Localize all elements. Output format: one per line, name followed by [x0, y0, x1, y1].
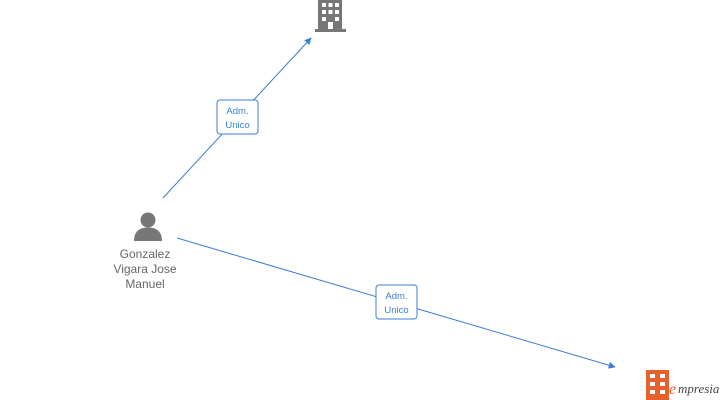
company-node-bottom[interactable]: e mpresia — [646, 370, 720, 400]
brand-mark: e — [669, 381, 676, 398]
person-name-line-2: Vigara Jose — [113, 262, 176, 276]
person-node[interactable]: Gonzalez Vigara Jose Manuel — [113, 212, 177, 292]
edge-label-bottom-line-2: Unico — [384, 305, 408, 316]
building-icon — [315, 0, 346, 32]
company-node-top[interactable] — [315, 0, 346, 32]
person-icon — [134, 212, 162, 241]
edge-label-bottom[interactable]: Adm. Unico — [375, 284, 418, 320]
person-name-line-3: Manuel — [125, 277, 164, 291]
edge-label-top[interactable]: Adm. Unico — [216, 99, 259, 135]
brand-text: mpresia — [678, 381, 720, 396]
edge-label-top-line-2: Unico — [225, 120, 249, 131]
empresia-logo-icon — [646, 370, 669, 400]
edge-label-bottom-line-1: Adm. — [385, 291, 407, 302]
edge-label-top-line-1: Adm. — [226, 106, 248, 117]
person-name-line-1: Gonzalez — [120, 247, 171, 261]
